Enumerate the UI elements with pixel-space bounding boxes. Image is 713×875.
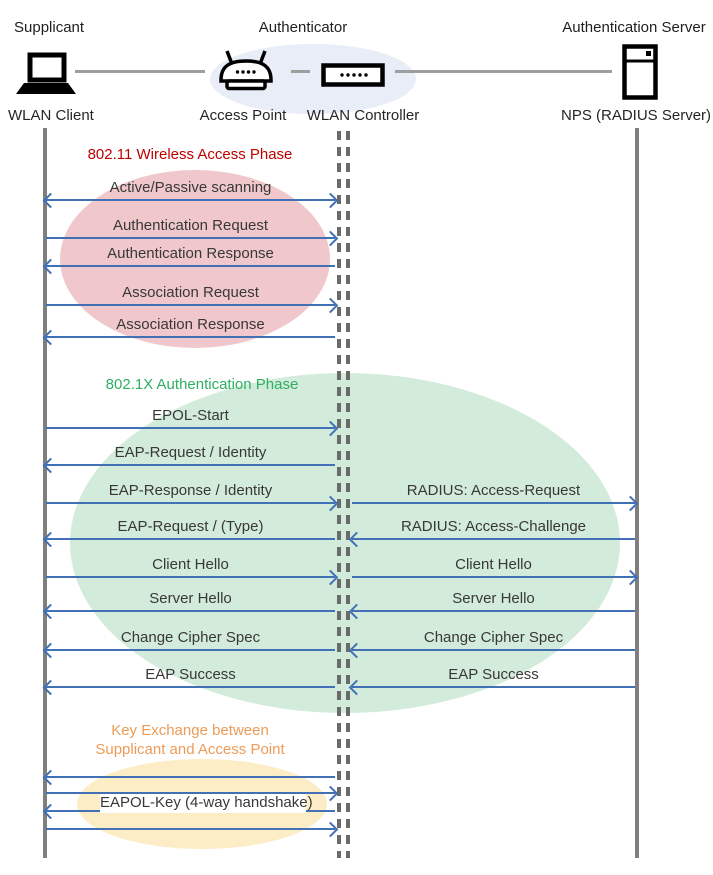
message-label: Authentication Request xyxy=(112,217,269,234)
right-arrow xyxy=(46,237,335,239)
left-arrow xyxy=(46,538,335,540)
message-server-hello-left: Server Hello xyxy=(46,591,335,613)
laptop-icon xyxy=(14,52,78,98)
role-label-authenticator: Authenticator xyxy=(258,19,348,36)
lifeline-nps-server xyxy=(635,128,639,858)
right-arrow xyxy=(46,576,335,578)
right-arrow xyxy=(46,502,335,504)
right-arrow xyxy=(46,427,335,429)
message-label: Association Request xyxy=(122,284,259,301)
phase3-title-line2: Supplicant and Access Point xyxy=(95,741,285,758)
right-arrow xyxy=(352,576,635,578)
node-label-wlan-controller: WLAN Controller xyxy=(306,107,420,124)
message-client-hello-left: Client Hello xyxy=(46,557,335,579)
phase3-title: Key Exchange between Supplicant and Acce… xyxy=(75,721,305,759)
message-label: Active/Passive scanning xyxy=(109,179,272,196)
message-label: Authentication Response xyxy=(107,245,274,262)
connector-line xyxy=(395,70,612,73)
message-eap-response-identity: EAP-Response / Identity xyxy=(46,483,335,505)
message-epol-start: EPOL-Start xyxy=(46,408,335,430)
left-arrow xyxy=(352,538,635,540)
node-label-access-point: Access Point xyxy=(199,107,287,124)
message-change-cipher-spec-left: Change Cipher Spec xyxy=(46,630,335,652)
message-label: EAP-Response / Identity xyxy=(108,482,273,499)
message-eap-request-identity: EAP-Request / Identity xyxy=(46,445,335,467)
message-label: EPOL-Start xyxy=(152,407,229,424)
message-label: RADIUS: Access-Request xyxy=(406,482,581,499)
message-authentication-response: Authentication Response xyxy=(46,246,335,268)
message-active-passive-scanning: Active/Passive scanning xyxy=(46,180,335,202)
message-label: Server Hello xyxy=(452,590,535,607)
left-arrow xyxy=(46,610,335,612)
right-arrow xyxy=(352,502,635,504)
access-point-icon xyxy=(216,50,276,92)
eapol-key-label: EAPOL-Key (4-way handshake) xyxy=(100,794,313,813)
lifeline-wlan-client xyxy=(43,128,47,858)
right-arrow xyxy=(46,304,335,306)
message-label: EAP Success xyxy=(448,666,539,683)
phase2-title: 802.1X Authentication Phase xyxy=(105,376,299,393)
message-client-hello-right: Client Hello xyxy=(352,557,635,579)
eapol-key-arrow-4 xyxy=(46,828,335,830)
message-label: Association Response xyxy=(116,316,265,333)
role-label-authentication-server: Authentication Server xyxy=(562,19,706,36)
message-label: Server Hello xyxy=(149,590,232,607)
message-association-response: Association Response xyxy=(46,317,335,339)
message-label: EAP-Request / Identity xyxy=(114,444,267,461)
message-label: Change Cipher Spec xyxy=(423,629,564,646)
eapol-key-arrow-2 xyxy=(46,792,335,794)
double-arrow xyxy=(46,199,335,201)
phase1-title: 802.11 Wireless Access Phase xyxy=(87,146,293,163)
message-radius-access-challenge: RADIUS: Access-Challenge xyxy=(352,519,635,541)
message-label: EAP Success xyxy=(145,666,236,683)
message-authentication-request: Authentication Request xyxy=(46,218,335,240)
phase3-title-line1: Key Exchange between xyxy=(111,722,269,739)
message-change-cipher-spec-right: Change Cipher Spec xyxy=(352,630,635,652)
message-label: Client Hello xyxy=(152,556,229,573)
node-label-wlan-client: WLAN Client xyxy=(8,107,94,124)
left-arrow xyxy=(352,610,635,612)
left-arrow xyxy=(46,265,335,267)
lifeline-wlan-controller-dashed xyxy=(346,131,350,858)
message-radius-access-request: RADIUS: Access-Request xyxy=(352,483,635,505)
left-arrow xyxy=(46,464,335,466)
left-arrow xyxy=(46,649,335,651)
left-arrow xyxy=(46,336,335,338)
message-eap-request-type: EAP-Request / (Type) xyxy=(46,519,335,541)
connector-line xyxy=(75,70,205,73)
left-arrow xyxy=(46,686,335,688)
server-icon xyxy=(622,44,658,100)
role-label-supplicant: Supplicant xyxy=(14,19,85,36)
message-label: EAP-Request / (Type) xyxy=(117,518,264,535)
wlan-controller-icon xyxy=(321,63,385,87)
phase2-ellipse xyxy=(70,373,620,713)
eapol-key-arrow-1 xyxy=(46,776,335,778)
message-eap-success-left: EAP Success xyxy=(46,667,335,689)
lifeline-wlan-controller-dashed xyxy=(337,131,341,858)
connector-line xyxy=(291,70,310,73)
message-server-hello-right: Server Hello xyxy=(352,591,635,613)
message-label: Change Cipher Spec xyxy=(120,629,261,646)
left-arrow xyxy=(352,649,635,651)
message-association-request: Association Request xyxy=(46,285,335,307)
message-label: RADIUS: Access-Challenge xyxy=(400,518,587,535)
message-label: Client Hello xyxy=(455,556,532,573)
node-label-nps-radius-server: NPS (RADIUS Server) xyxy=(561,107,712,124)
left-arrow xyxy=(352,686,635,688)
message-eap-success-right: EAP Success xyxy=(352,667,635,689)
